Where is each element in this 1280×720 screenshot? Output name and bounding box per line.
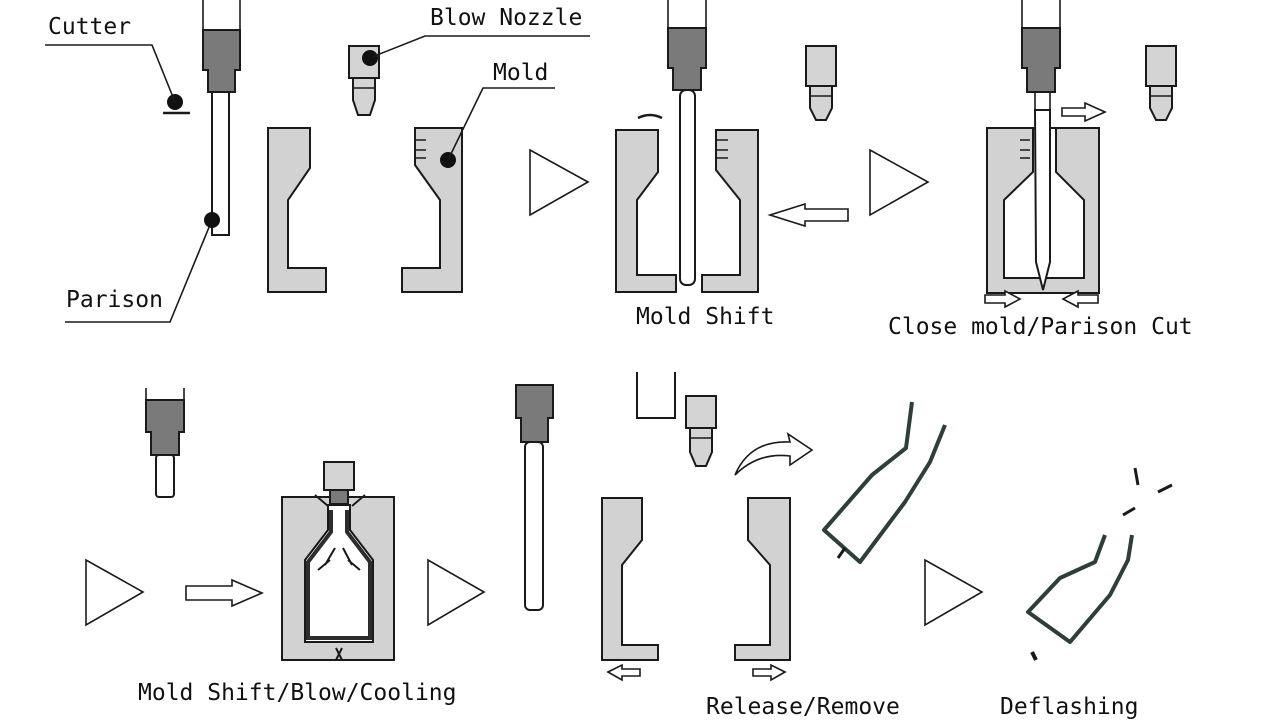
- close-arrow-left: [984, 289, 1022, 309]
- mold-half-left: [267, 127, 327, 293]
- cutter-move-arrow: [1061, 101, 1107, 123]
- mold-half-right: [734, 497, 791, 661]
- step-arrow-4: [427, 558, 486, 627]
- removed-bottle: [822, 401, 947, 564]
- deflashed-bottle: [1026, 534, 1134, 644]
- step-arrow-3: [85, 558, 145, 627]
- shift-arrow-right: [185, 578, 265, 608]
- parison-tube: [211, 91, 230, 236]
- label-mold-shift-blow-cooling: Mold Shift/Blow/Cooling: [138, 680, 457, 706]
- label-parison: Parison: [66, 287, 163, 313]
- blow-nozzle: [348, 45, 380, 116]
- mold-half-right: [401, 127, 463, 293]
- step-arrow-5: [924, 558, 984, 627]
- extrusion-head: [202, 0, 241, 93]
- stage-release-remove: Release/Remove: [515, 372, 900, 720]
- stage-close-mold: Close mold/Parison Cut: [888, 0, 1193, 340]
- stage-blow-cooling: Mold Shift/Blow/Cooling: [138, 461, 457, 706]
- blow-nozzle-leader: [371, 35, 590, 58]
- label-mold-shift: Mold Shift: [636, 304, 774, 330]
- mold-leader: [447, 87, 555, 161]
- label-cutter: Cutter: [48, 14, 131, 40]
- mold-half-right: [701, 129, 759, 293]
- cutter-blade: [163, 94, 190, 115]
- stage-mold-shift: Mold Shift: [615, 0, 849, 330]
- blown-bottle: [306, 510, 372, 640]
- step-arrow-2: [869, 148, 930, 217]
- label-release-remove: Release/Remove: [706, 694, 900, 720]
- stage-initial: Cutter Blow Nozzle Mold Parison: [45, 0, 590, 323]
- label-blow-nozzle: Blow Nozzle: [430, 5, 582, 31]
- label-deflashing: Deflashing: [1000, 694, 1138, 720]
- parison-leader: [65, 219, 213, 323]
- mold-half-left: [601, 497, 659, 661]
- label-close-mold-cut: Close mold/Parison Cut: [888, 314, 1193, 340]
- stage-deflashing: Deflashing: [1000, 467, 1173, 720]
- step-arrow-1: [529, 148, 590, 217]
- cutter-leader: [45, 44, 176, 103]
- label-mold: Mold: [493, 60, 548, 86]
- parison-tube: [679, 89, 696, 286]
- close-arrow-right: [1061, 289, 1099, 309]
- parison-tube: [524, 441, 544, 611]
- remove-curved-arrow: [734, 432, 814, 476]
- extrusion-head-retracted: [145, 388, 185, 498]
- shift-arrow-left: [767, 202, 849, 228]
- mold-half-left: [615, 129, 677, 293]
